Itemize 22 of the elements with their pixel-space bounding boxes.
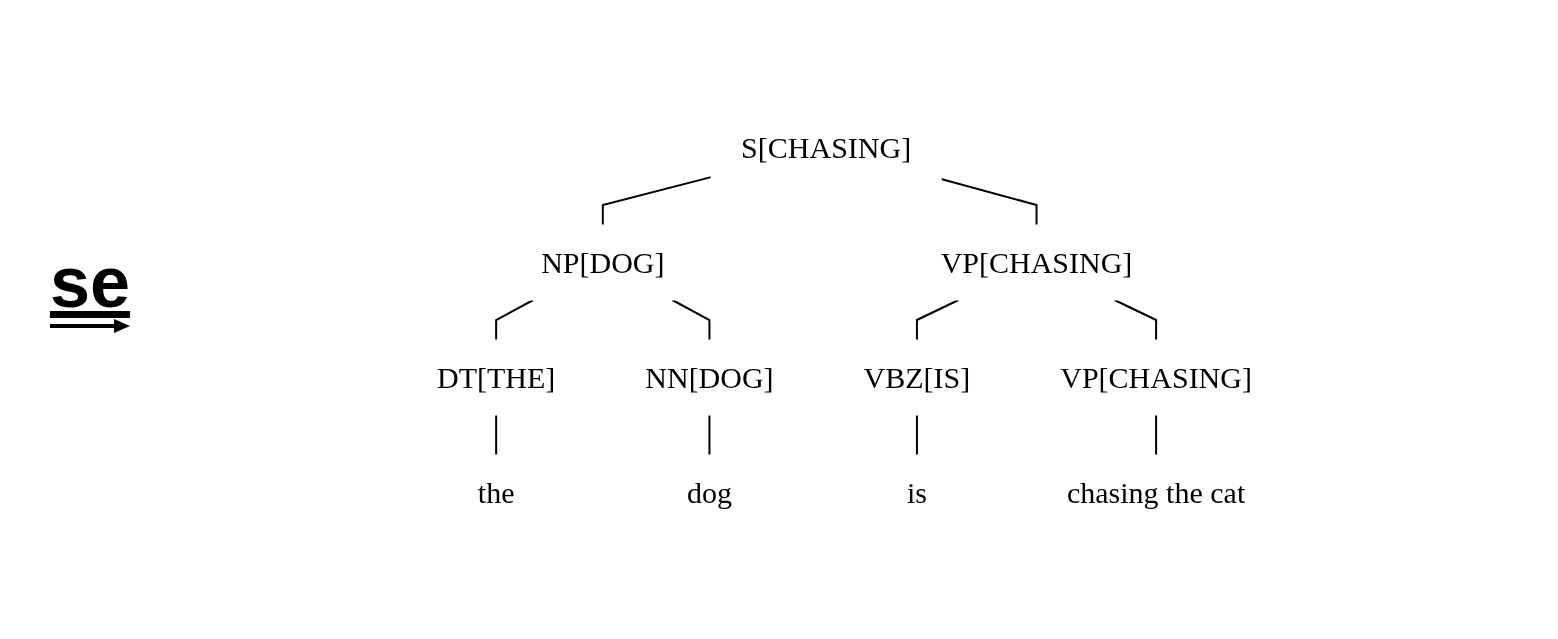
connector — [494, 298, 534, 341]
node-text: VP[CHASING] — [1059, 360, 1252, 394]
connector — [915, 298, 960, 341]
node-text: chasing the cat — [1066, 475, 1245, 509]
node-text: NP[DOG] — [540, 245, 664, 279]
node-text: VP[CHASING] — [940, 245, 1132, 279]
connector — [670, 298, 710, 341]
text-fragment: se — [49, 245, 130, 318]
connector — [601, 175, 712, 226]
node-text: is — [906, 475, 927, 509]
node-text: VBZ[IS] — [863, 360, 970, 394]
node-text: NN[DOG] — [644, 360, 774, 394]
node-text: S[CHASING] — [740, 130, 911, 164]
node-text: DT[THE] — [436, 360, 555, 394]
node-text: the — [477, 475, 514, 509]
connector — [1154, 413, 1157, 456]
connector — [915, 413, 918, 456]
connector — [494, 413, 497, 456]
node-text: dog — [686, 475, 732, 509]
connector — [939, 177, 1038, 226]
connector — [1113, 298, 1157, 341]
connector — [707, 413, 710, 456]
